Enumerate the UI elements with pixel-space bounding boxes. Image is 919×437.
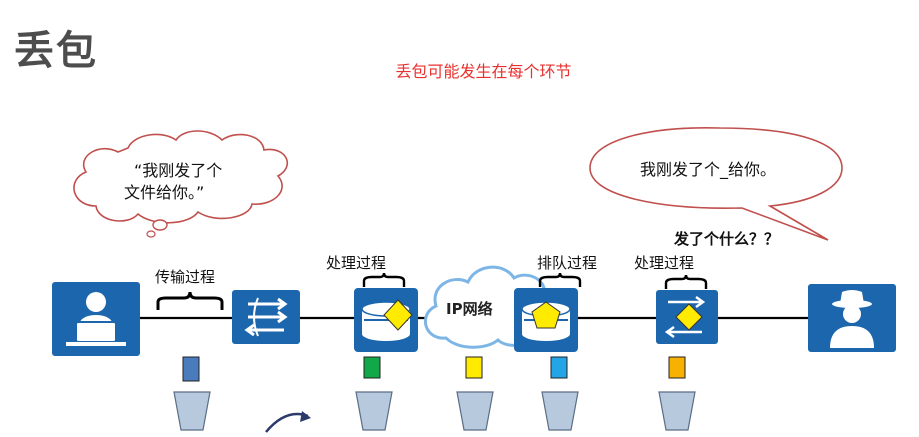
- packet-orange: [668, 356, 686, 379]
- queuing-bracket: [538, 272, 582, 287]
- packet-blue: [182, 356, 200, 382]
- question-text: 发了个什么？？: [674, 230, 780, 248]
- transmission-bracket: [156, 291, 224, 310]
- bucket-2: [355, 391, 393, 431]
- packet-yellow: [465, 356, 483, 379]
- bucket-3: [456, 391, 494, 431]
- ip-network-label: IP网络: [446, 300, 493, 318]
- stage-queuing-label: 排队过程: [537, 254, 598, 272]
- stage-transmission-label: 传输过程: [155, 268, 216, 286]
- page-title: 丢包: [14, 28, 98, 74]
- bucket-1: [173, 391, 211, 431]
- subtitle: 丢包可能发生在每个环节: [395, 62, 572, 81]
- left-thought-cloud: [73, 130, 289, 238]
- right-speech-bubble: [589, 127, 843, 241]
- router-1-icon: [354, 288, 418, 352]
- switch-2-icon: [656, 290, 718, 344]
- bucket-5: [658, 391, 696, 431]
- packet-green: [363, 356, 381, 379]
- processing-bracket-1: [362, 272, 406, 287]
- bucket-4: [541, 391, 579, 431]
- stage-processing-2-label: 处理过程: [634, 254, 695, 272]
- switch-icon: [232, 290, 300, 344]
- right-bubble-text: 我刚发了个_给你。: [640, 160, 777, 179]
- router-2-icon: [514, 288, 578, 352]
- left-bubble-line-1: “我刚发了个: [134, 161, 223, 180]
- stage-processing-1-label: 处理过程: [326, 254, 387, 272]
- left-bubble-line-2: 文件给你。”: [124, 183, 205, 202]
- processing-bracket-2: [664, 274, 708, 289]
- packet-cyan: [550, 356, 568, 379]
- curved-arrow-head: [300, 411, 311, 422]
- receiver-user-icon: [808, 284, 896, 352]
- sender-user-icon: [52, 282, 140, 356]
